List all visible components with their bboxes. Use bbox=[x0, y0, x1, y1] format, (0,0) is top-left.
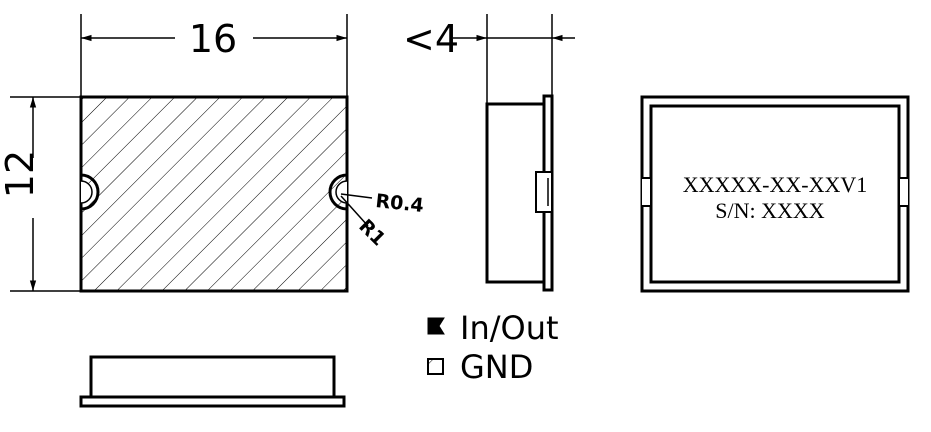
hatched-body bbox=[79, 95, 349, 293]
edge-radius-label: R1 bbox=[354, 215, 389, 250]
width-label: 16 bbox=[189, 17, 237, 61]
corner-radius-label: R0.4 bbox=[374, 190, 424, 217]
back-view: XXXXX-XX-XXV1 S/N: XXXX bbox=[640, 95, 910, 293]
marking-line-1: XXXXX-XX-XXV1 bbox=[683, 172, 868, 197]
right-castellation bbox=[328, 173, 348, 211]
legend: In/Out GND bbox=[427, 309, 559, 386]
legend-item-gnd: GND bbox=[427, 348, 533, 386]
bottom-side-view bbox=[79, 355, 346, 408]
height-label: 12 bbox=[0, 150, 42, 198]
right-side-view bbox=[485, 94, 554, 292]
thickness-label: <4 bbox=[403, 17, 459, 61]
width-dimension: 16 bbox=[80, 14, 348, 97]
height-dimension: 12 bbox=[0, 96, 81, 292]
gnd-pad-icon bbox=[427, 358, 444, 375]
thickness-dimension: <4 bbox=[403, 14, 575, 104]
front-view bbox=[79, 95, 349, 293]
io-pad-icon bbox=[427, 317, 445, 335]
radius-callouts: R0.4 R1 bbox=[340, 190, 425, 250]
left-castellation bbox=[80, 173, 100, 211]
legend-gnd-label: GND bbox=[460, 348, 533, 386]
marking-line-2: S/N: XXXX bbox=[715, 198, 825, 223]
legend-io-label: In/Out bbox=[460, 309, 559, 347]
legend-item-io: In/Out bbox=[427, 309, 559, 347]
